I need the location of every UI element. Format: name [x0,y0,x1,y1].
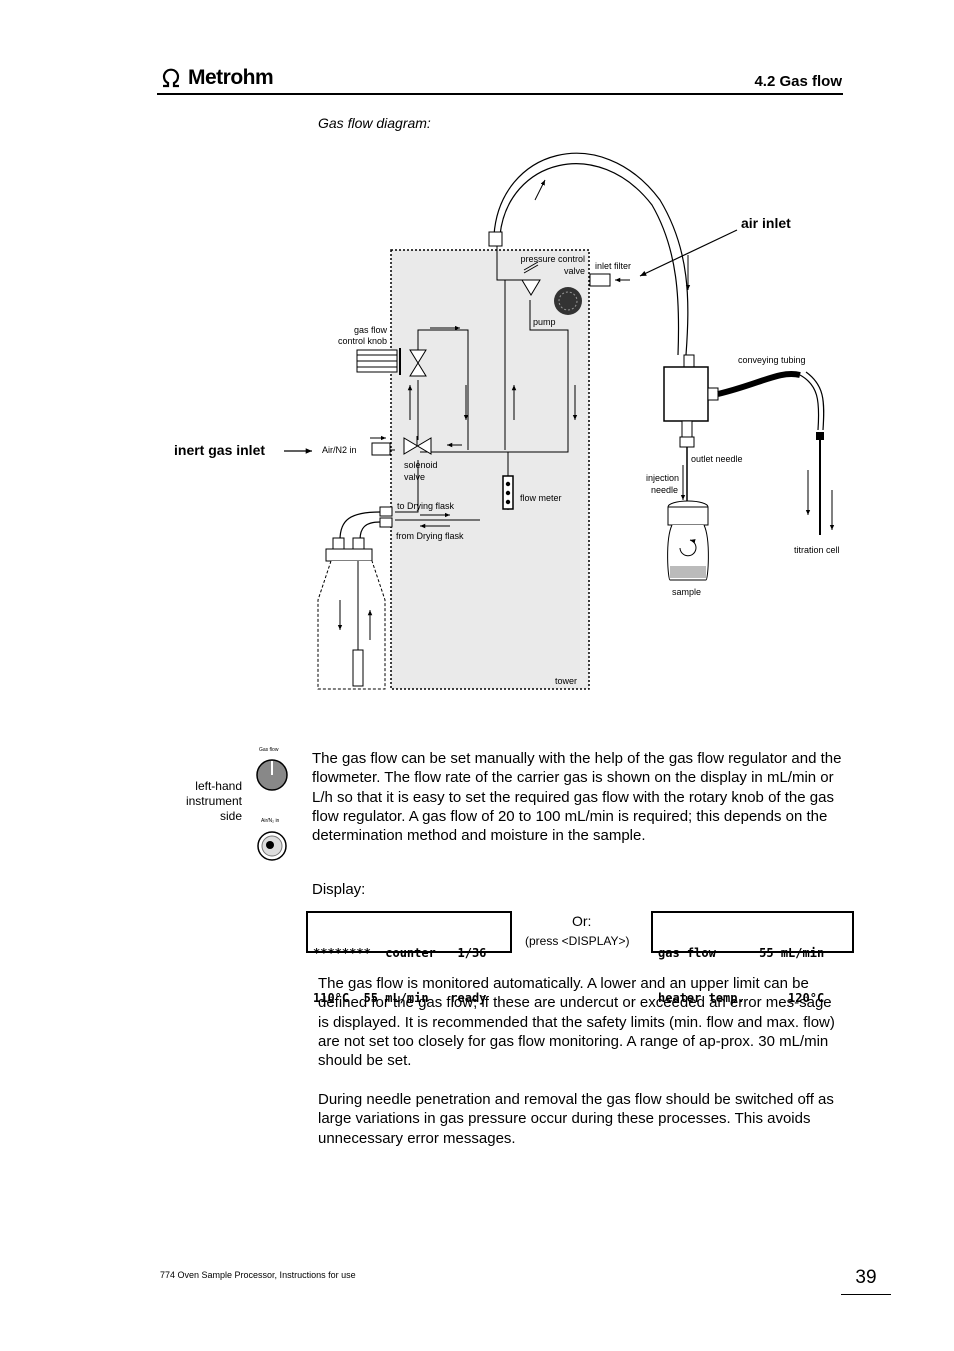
omega-logo-icon [162,68,180,88]
drying-flask-icon [317,560,386,690]
page-number-rule [841,1294,891,1295]
inlet-filter-label: inlet filter [595,261,631,271]
gas-flow-knob-icon [256,759,288,791]
pump-label: pump [533,317,556,327]
lcd-display-2: gas flow 55 mL/min heater temp. 120°C [651,911,854,1005]
tower-label: tower [555,676,577,686]
pressure-control-label: pressure control [520,254,585,264]
solenoid-label: solenoid [404,460,438,470]
header-rule [157,93,843,95]
from-drying-flask-label: from Drying flask [396,531,464,541]
gas-flow-small-label: Gas flow [259,747,279,753]
gas-flow-knob-label: gas flow [354,325,388,335]
conveying-tubing-label: conveying tubing [738,355,806,365]
solenoid-label-2: valve [404,472,425,482]
footer-doc-title: 774 Oven Sample Processor, Instructions … [160,1270,356,1280]
inert-gas-inlet-label: inert gas inlet [174,442,265,458]
oven-block [663,366,709,422]
diagram-caption: Gas flow diagram: [318,115,431,131]
tower-box [390,249,590,690]
flow-meter-label: flow meter [520,493,562,503]
press-display-text: (press <DISPLAY>) [525,934,630,948]
sample-label: sample [672,587,701,597]
air-inlet-label: air inlet [741,215,791,231]
paragraph-needle-penetration: During needle penetration and removal th… [318,1091,834,1147]
logo-text: Metrohm [188,66,274,89]
pressure-control-label-2: valve [564,266,585,276]
air-n2-label: Air/N2 in [322,445,357,455]
to-drying-flask-label: to Drying flask [397,501,455,511]
page-number: 39 [855,1267,877,1288]
injection-needle-label-2: needle [651,485,678,495]
gas-flow-diagram: air inlet inert gas inlet pressure contr… [174,152,840,690]
or-text: Or: [572,913,592,929]
injection-needle-label: injection [646,473,679,483]
air-n2-small-label: Air/N₂ in [261,818,280,824]
metrohm-logo: Metrohm [160,66,274,90]
instrument-side-label: left-hand instrument side [185,779,242,823]
display-label: Display: [312,881,366,898]
paragraph-gas-flow-setting: The gas flow can be set manually with th… [312,750,842,845]
paragraph-monitoring: The gas flow is monitored automatically.… [318,975,835,1070]
lcd-display-1: ******** counter 1/36 110°C 55 mL/min re… [306,911,512,1005]
outlet-needle-label: outlet needle [691,454,743,464]
section-title: 4.2 Gas flow [754,73,842,90]
gas-flow-knob-label-2: control knob [338,336,387,346]
air-tubing [493,152,689,356]
pump-icon [554,287,582,315]
air-n2-inlet-icon [257,831,287,861]
titration-cell-label: titration cell [794,545,840,555]
